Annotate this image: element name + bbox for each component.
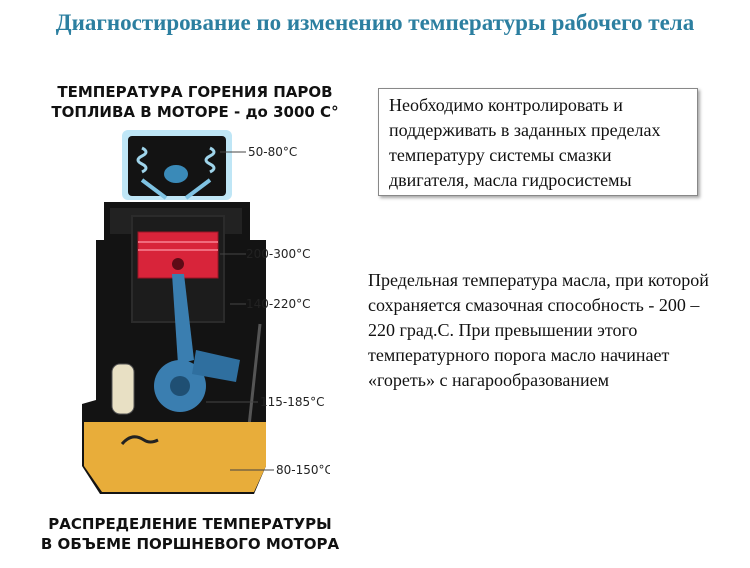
diagram-bottom-caption: РАСПРЕДЕЛЕНИЕ ТЕМПЕРАТУРЫ В ОБЪЕМЕ ПОРШН… <box>40 515 340 553</box>
connecting-rod <box>154 274 240 412</box>
page-title: Диагностирование по изменению температур… <box>55 10 695 35</box>
temp-label-cylinder: 140-220°С <box>246 297 311 311</box>
cylinder-head <box>122 130 232 200</box>
control-note-box: Необходимо контролировать и поддерживать… <box>378 88 698 196</box>
oil-sump <box>84 422 266 492</box>
oil-temperature-note: Предельная температура масла, при которо… <box>368 270 709 390</box>
oil-pump <box>111 363 135 415</box>
temp-label-piston: 200-300°С <box>246 247 311 261</box>
piston <box>137 231 219 279</box>
leader-lines <box>206 151 274 471</box>
temp-label-crank: 115-185°С <box>260 395 325 409</box>
engine-diagram: 50-80°С 200-300°С 140-220°С 115-185°С 80… <box>82 130 330 494</box>
diagram-top-caption: ТЕМПЕРАТУРА ГОРЕНИЯ ПАРОВ ТОПЛИВА В МОТО… <box>51 83 339 121</box>
temp-label-head: 50-80°С <box>248 145 297 159</box>
temp-label-sump: 80-150°С <box>276 463 330 477</box>
